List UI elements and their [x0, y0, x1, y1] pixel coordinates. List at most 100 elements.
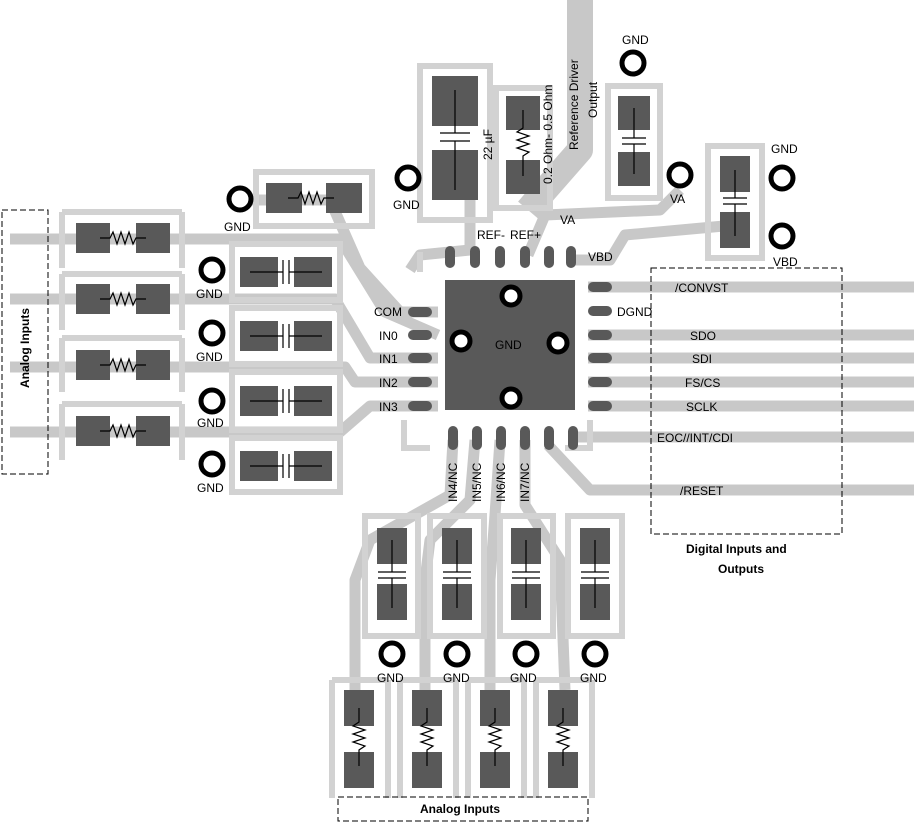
grouping-boxes [1, 209, 843, 822]
trace-va [522, 186, 684, 258]
analog-inputs-bottom-title: Analog Inputs [420, 802, 500, 816]
ic-pin [568, 426, 578, 450]
gnd-label: GND [197, 416, 224, 430]
cap-22uf-label: 22 µF [481, 129, 495, 160]
ic-gnd-label: GND [495, 338, 522, 352]
ic-pin [588, 282, 612, 292]
analog-inputs-left-box [1, 209, 49, 475]
ref-minus-label: REF- [477, 228, 505, 242]
in3-label: IN3 [379, 400, 398, 414]
via [198, 450, 226, 478]
ic-pin [588, 401, 612, 411]
resistor-symbol [419, 708, 435, 766]
component-symbols [100, 90, 747, 766]
gnd-label: GND [196, 287, 223, 301]
sdo-label: SDO [690, 329, 716, 343]
ic-pin [472, 426, 482, 450]
power-vias [198, 49, 796, 668]
outline-cap-3 [229, 369, 343, 433]
in5-label: IN5/NC [470, 462, 484, 502]
via [581, 640, 609, 668]
sdi-label: SDI [692, 352, 712, 366]
sclk-label: SCLK [686, 400, 717, 414]
gnd-label: GND [393, 198, 420, 212]
dgnd-label: DGND [617, 305, 653, 319]
resistor-symbol [555, 708, 571, 766]
gnd-label: GND [377, 671, 404, 685]
resistor-symbol [100, 230, 146, 246]
ref-plus-label: REF+ [510, 228, 541, 242]
in2-label: IN2 [379, 376, 398, 390]
ic-pin [448, 426, 458, 450]
resistor-symbol [515, 110, 531, 176]
outline-resistor-ref [493, 85, 553, 211]
in6-label: IN6/NC [494, 462, 508, 502]
digital-io-title-line2: Outputs [718, 562, 764, 576]
via [546, 331, 570, 355]
ic-pin [496, 426, 506, 450]
via [394, 164, 422, 192]
via [226, 185, 254, 213]
ic-pin [408, 401, 432, 411]
ic-pin [588, 330, 612, 340]
ic-pin [588, 353, 612, 363]
outline-cap-vbd [705, 143, 765, 261]
capacitor-symbol [581, 540, 609, 608]
va-pin-label: VA [560, 213, 575, 227]
capacitor-symbol [378, 540, 406, 608]
trace-in7 [519, 440, 571, 691]
convst-label: /CONVST [675, 281, 729, 295]
ic-pin [408, 377, 432, 387]
ref-driver-label-line2: Output [586, 81, 600, 118]
via [666, 161, 694, 189]
analog-inputs-left-title: Analog Inputs [18, 308, 32, 388]
via [499, 386, 523, 410]
via [619, 49, 647, 77]
gnd-label: GND [197, 481, 224, 495]
outline-resistor-b4 [533, 677, 595, 798]
outline-resistor-top [253, 169, 375, 229]
trace-in1 [10, 293, 438, 364]
resistor-symbol [351, 708, 367, 766]
via [198, 256, 226, 284]
ic-pin [408, 353, 432, 363]
ic-pins-left [408, 307, 432, 411]
resistor-symbol [100, 291, 146, 307]
gnd-label: GND [443, 671, 470, 685]
outline-cap-b1 [362, 513, 421, 639]
ic-package [408, 246, 612, 450]
vbd-pin-label: VBD [588, 250, 613, 264]
capacitor-symbol [440, 90, 470, 190]
outline-cap-1 [229, 241, 343, 303]
trace-in6 [484, 439, 506, 690]
eoc-label: EOC//INT/CDI [657, 431, 733, 445]
via [768, 222, 796, 250]
component-outlines [59, 63, 765, 798]
analog-inputs-bottom-box [337, 796, 589, 822]
via [443, 640, 471, 668]
capacitor-symbol [622, 108, 646, 174]
ic-pin [566, 246, 576, 268]
capacitor-symbol [443, 540, 471, 608]
ic-pin [408, 330, 432, 340]
capacitor-symbol [250, 454, 322, 478]
text-labels: GND GND GND GND GND GND GND GND GND GND … [18, 33, 798, 816]
outline-cap-b2 [427, 513, 487, 639]
in4-label: IN4/NC [446, 462, 460, 502]
resistor-symbol [487, 708, 503, 766]
capacitor-symbol [723, 170, 747, 236]
digital-io-box [650, 267, 843, 535]
outline-resistor-2 [59, 271, 185, 330]
outline-resistor-b2 [397, 677, 459, 798]
capacitor-symbol [250, 324, 322, 348]
trace-in3 [10, 400, 438, 438]
trace-vbd [575, 219, 736, 266]
capacitor-symbol [512, 540, 540, 608]
outline-cap-2 [229, 305, 343, 367]
ic-pin [408, 307, 432, 317]
fscs-label: FS/CS [685, 376, 720, 390]
outline-cap-b4 [565, 513, 625, 639]
ic-pin [588, 306, 612, 316]
resistor-symbol [100, 357, 146, 373]
